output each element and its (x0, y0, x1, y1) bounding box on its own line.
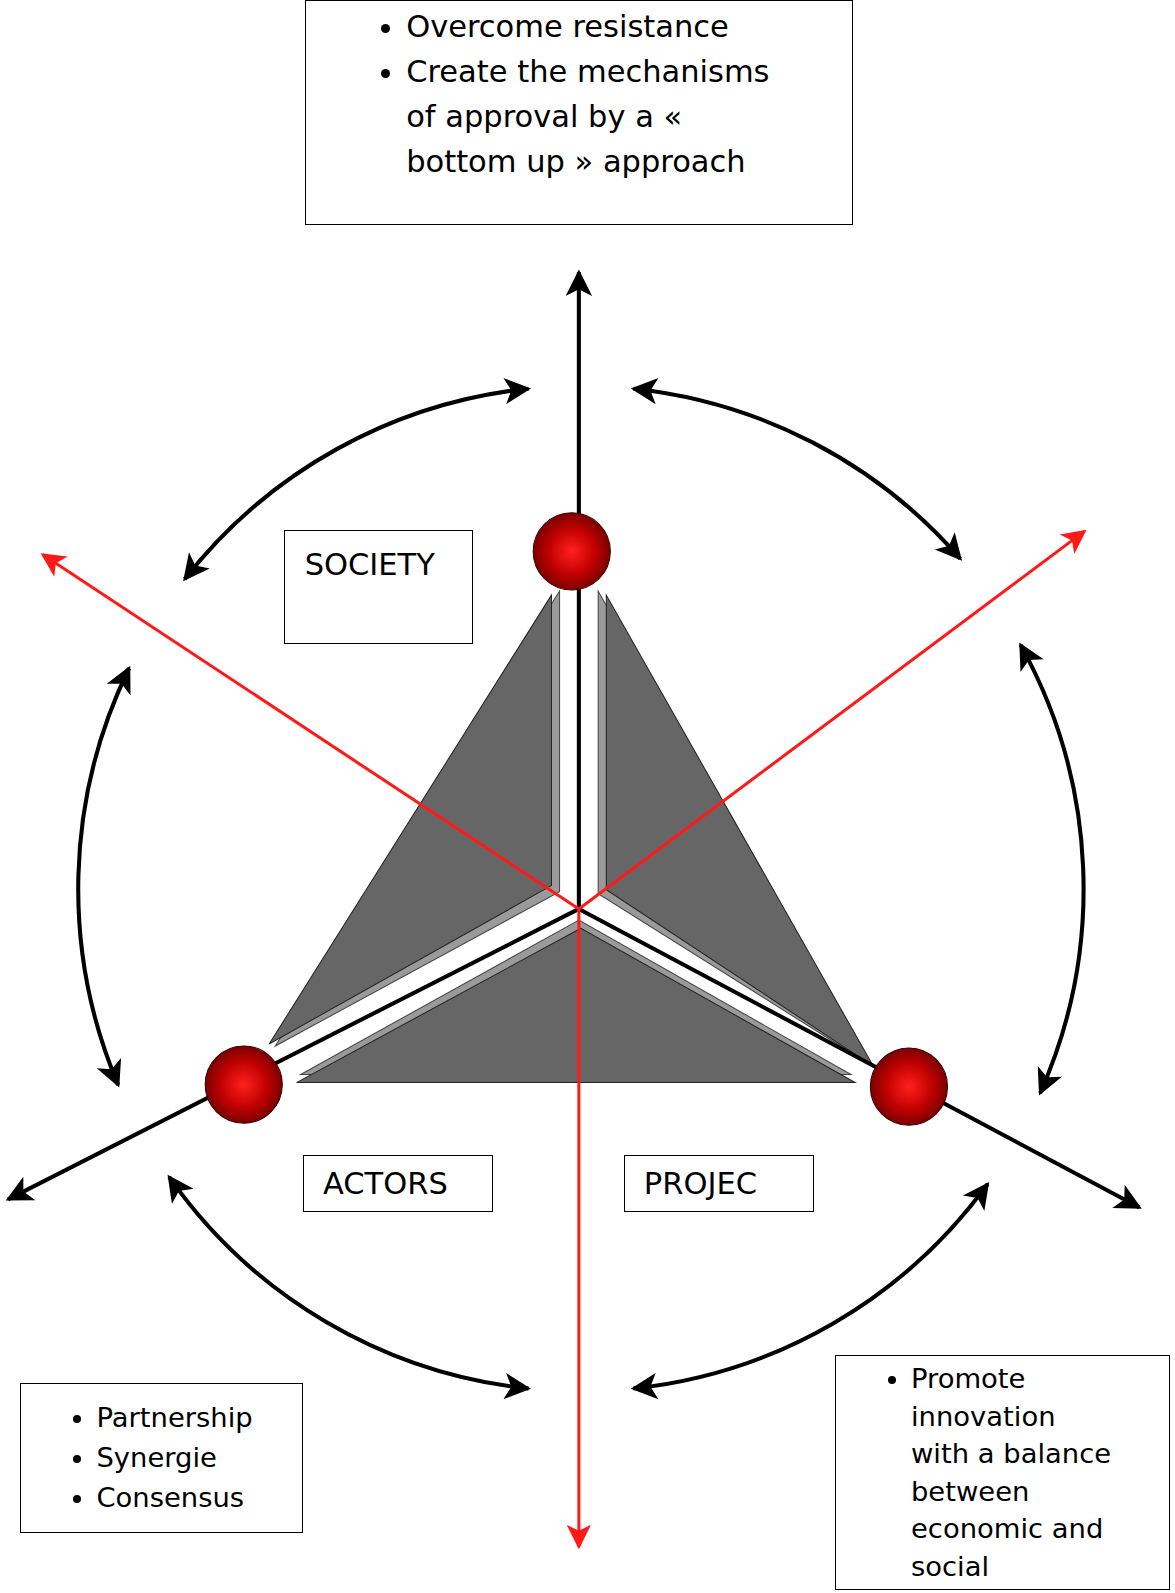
cycle-arrow (633, 389, 960, 559)
box-title: SOCIETY (305, 545, 435, 585)
cycle-arrow (78, 668, 129, 1085)
bullet-item: Promote innovation with a balance betwee… (911, 1360, 1122, 1585)
red-sphere (205, 1046, 282, 1123)
red-axis-arrow (579, 531, 1085, 909)
actors-bullet-box: PartnershipSynergieConsensus (20, 1383, 302, 1533)
bullet-list: PartnershipSynergieConsensus (21, 1398, 293, 1517)
red-axis-arrow (577, 909, 580, 1547)
actors-label-box: ACTORS (303, 1155, 493, 1212)
bullet-item: Create the mechanisms of approval by a «… (406, 50, 793, 184)
goal-box: Overcome resistanceCreate the mechanisms… (305, 0, 853, 225)
axis-arrow (577, 272, 581, 909)
axis-arrow (8, 909, 579, 1199)
bullet-item: Partnership (96, 1398, 293, 1438)
project-bullet-box: Promote innovation with a balance betwee… (835, 1355, 1170, 1590)
bullet-item: Consensus (96, 1478, 293, 1518)
box-title: ACTORS (323, 1164, 448, 1204)
society-label-box: SOCIETY (284, 530, 473, 644)
red-sphere (533, 513, 610, 590)
bullet-item: Synergie (96, 1438, 293, 1478)
triangle-panel (297, 928, 856, 1082)
project-label-box: PROJEC (624, 1155, 815, 1212)
bullet-list: Overcome resistanceCreate the mechanisms… (306, 5, 794, 184)
cycle-arrow (1021, 645, 1084, 1093)
box-title: PROJEC (644, 1164, 757, 1204)
red-sphere (870, 1048, 947, 1125)
bullet-item: Overcome resistance (406, 5, 793, 50)
bullet-list: Promote innovation with a balance betwee… (836, 1360, 1122, 1585)
